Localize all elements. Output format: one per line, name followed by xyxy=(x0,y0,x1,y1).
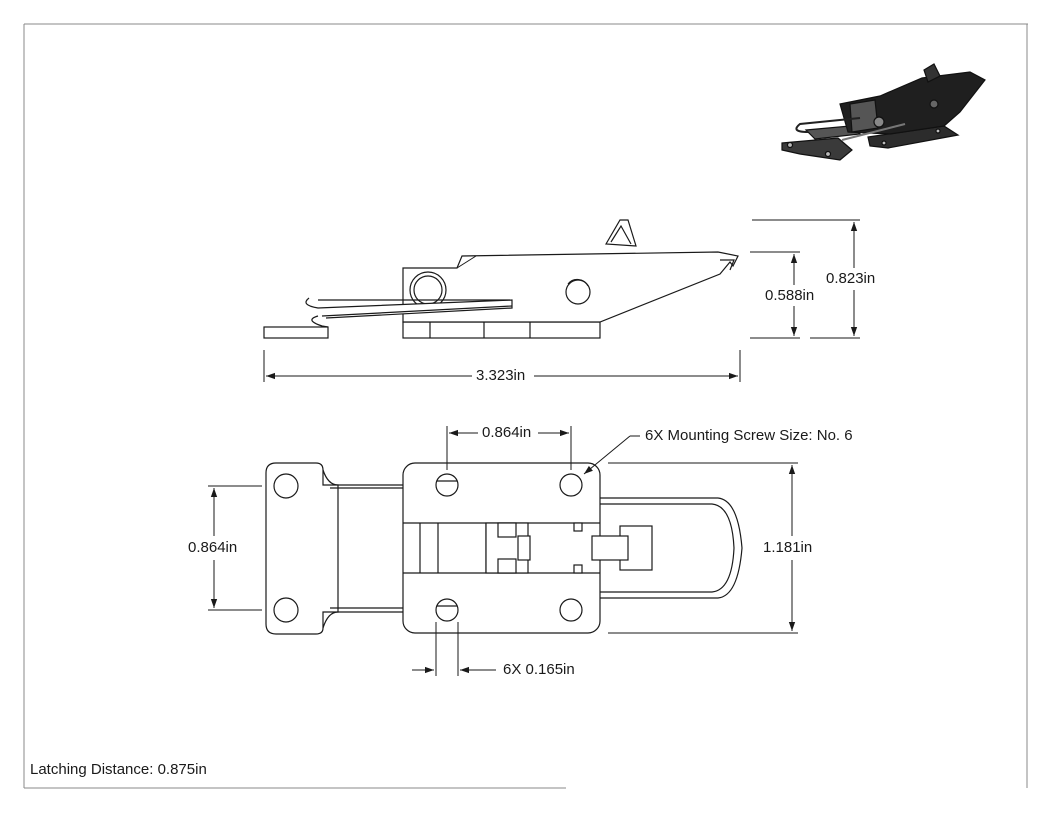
sheet-border xyxy=(23,23,1028,789)
mounting-screw-callout: 6X Mounting Screw Size: No. 6 xyxy=(645,427,853,444)
hole-spacing-horizontal-label: 0.864in xyxy=(482,424,532,441)
side-view xyxy=(263,219,739,339)
isometric-view xyxy=(781,63,986,161)
latching-distance-note: Latching Distance: 0.875in xyxy=(30,761,207,778)
top-view xyxy=(265,462,743,635)
hole-diameter-label: 6X 0.165in xyxy=(503,661,575,678)
dimension-lines xyxy=(208,219,860,676)
overall-length-label: 3.323in xyxy=(476,367,526,384)
body-height-label: 0.588in xyxy=(765,287,815,304)
hole-spacing-vertical-label: 0.864in xyxy=(188,539,238,556)
overall-width-label: 1.181in xyxy=(763,539,813,556)
total-height-label: 0.823in xyxy=(826,270,876,287)
